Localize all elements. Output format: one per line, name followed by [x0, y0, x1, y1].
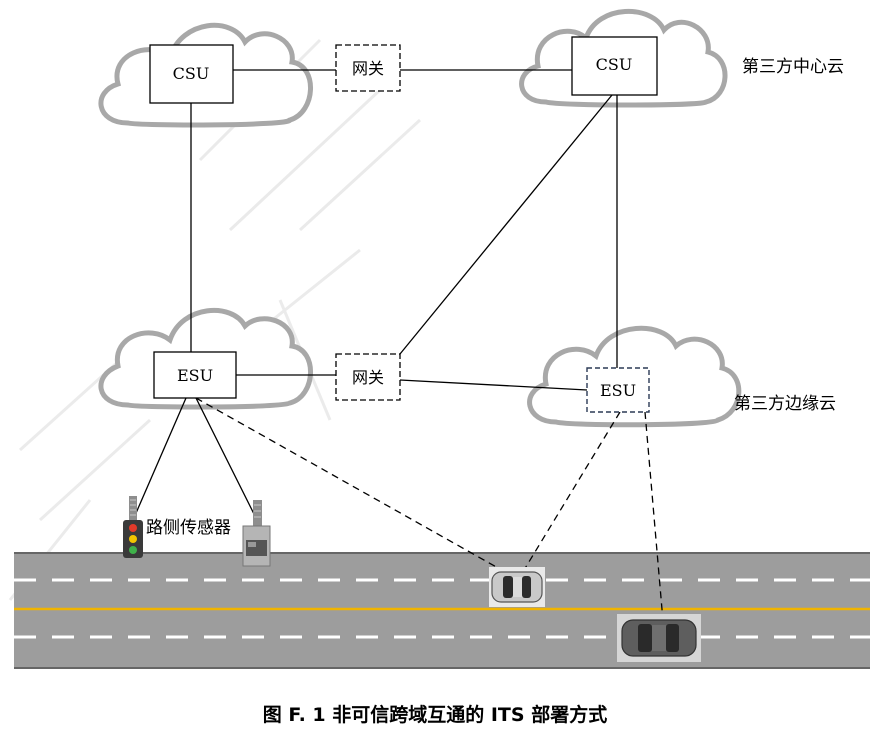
- csu-label-right: CSU: [596, 55, 633, 74]
- dark-car-icon: [617, 614, 701, 662]
- connections-dashed: [195, 397, 664, 622]
- third-party-center-cloud-label: 第三方中心云: [742, 57, 844, 77]
- road: [14, 552, 870, 669]
- gateway-middle-label: 网关: [352, 368, 384, 387]
- roadside-sensor-label: 路侧传感器: [146, 518, 231, 538]
- third-party-edge-cloud-label: 第三方边缘云: [734, 394, 836, 414]
- connections-solid: [132, 69, 618, 521]
- gateway-middle: 网关: [335, 353, 401, 401]
- esu-box-left: ESU: [153, 351, 237, 399]
- csu-box-left: CSU: [149, 44, 234, 104]
- figure-caption: 图 F. 1 非可信跨域互通的 ITS 部署方式: [263, 703, 607, 726]
- roadside-sensor-icon: [242, 500, 271, 567]
- gateway-top: 网关: [335, 44, 401, 92]
- csu-label-left: CSU: [173, 64, 210, 83]
- gateway-top-label: 网关: [352, 59, 384, 78]
- esu-label-right: ESU: [600, 381, 636, 400]
- traffic-light-icon: [123, 496, 143, 558]
- csu-box-right: CSU: [571, 36, 658, 96]
- esu-box-right: ESU: [586, 367, 650, 413]
- silver-car-icon: [489, 567, 545, 607]
- esu-label-left: ESU: [177, 366, 213, 385]
